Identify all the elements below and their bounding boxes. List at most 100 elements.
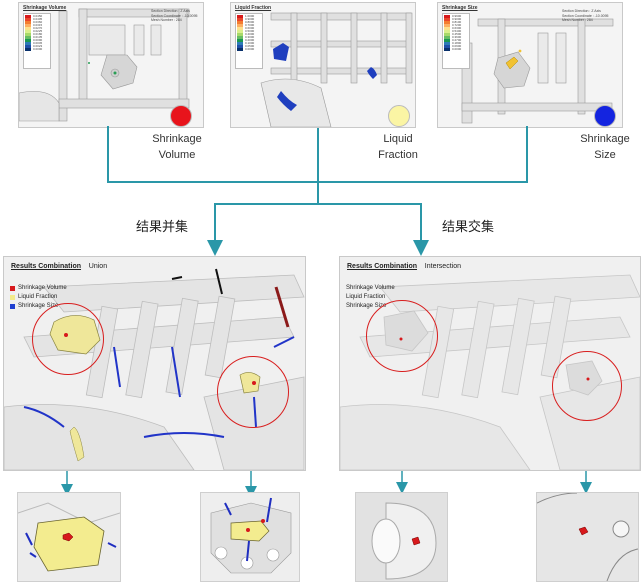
legend-swatch — [237, 27, 243, 30]
legend-value: 0.6000 — [245, 26, 255, 30]
liquid-fraction-indicator-dot — [388, 105, 410, 127]
legend-swatch — [444, 18, 450, 21]
legend-swatch — [444, 24, 450, 27]
legend-row: 0.6300 — [444, 27, 468, 30]
legend-swatch — [444, 36, 450, 39]
combination-legend: Shrinkage Volume Liquid Fraction Shrinka… — [346, 284, 395, 311]
union-zoom-left — [17, 492, 121, 582]
legend-swatch — [237, 30, 243, 33]
panel-title: Shrinkage Size — [442, 5, 478, 11]
legend-row: 0.0315 — [25, 24, 49, 27]
legend-value: 0.0000 — [452, 47, 462, 51]
legend-row: 0.5400 — [444, 30, 468, 33]
shrinkage-volume-label: Shrinkage Volume — [152, 133, 202, 161]
legend-value: 0.5000 — [245, 29, 255, 33]
legend-value: 0.0360 — [33, 20, 43, 24]
legend-swatch — [25, 30, 31, 33]
legend-row: 0.5000 — [237, 30, 261, 33]
legend-swatch — [444, 39, 450, 42]
section-info: Section Direction : Z Axis Section Coord… — [562, 9, 609, 22]
legend-value: 0.0045 — [33, 41, 43, 45]
legend-value: 0.0000 — [245, 47, 255, 51]
legend-item-liquid-fraction: Liquid Fraction — [10, 293, 67, 302]
legend-swatch — [444, 42, 450, 45]
casting-render — [260, 12, 413, 127]
legend-row: 0.0180 — [25, 33, 49, 36]
legend-value: 0.3000 — [245, 35, 255, 39]
legend-value: 0.6300 — [452, 26, 462, 30]
legend-value: 0.0180 — [33, 32, 43, 36]
legend-value: 0.0270 — [33, 26, 43, 30]
legend-swatch — [25, 42, 31, 45]
legend-value: 0.8100 — [452, 20, 462, 24]
intersection-zoom-right — [536, 492, 639, 582]
legend-row: 0.2000 — [237, 39, 261, 42]
legend-row: 0.4000 — [237, 33, 261, 36]
legend-row: 0.0023 — [25, 45, 49, 48]
legend-value: 0.0023 — [33, 44, 43, 48]
highlight-circle — [552, 351, 622, 421]
panel-title: Results Combination Intersection — [347, 263, 461, 270]
legend-value: 0.1800 — [452, 41, 462, 45]
legend-row: 0.0000 — [25, 48, 49, 51]
legend-value: 0.0450 — [33, 14, 43, 18]
legend-swatch — [237, 36, 243, 39]
highlight-circle — [217, 356, 289, 428]
legend-value: 0.0900 — [452, 44, 462, 48]
legend-row: 0.0405 — [25, 18, 49, 21]
legend-swatch — [25, 36, 31, 39]
zoom-render — [18, 493, 120, 581]
legend-row: 0.0090 — [25, 39, 49, 42]
highlight-circle — [32, 303, 104, 375]
casting-render — [19, 8, 190, 122]
legend-value: 0.9900 — [452, 14, 462, 18]
legend-swatch — [444, 30, 450, 33]
legend-swatch — [237, 18, 243, 21]
legend-swatch — [237, 39, 243, 42]
legend-value: 0.1000 — [245, 41, 255, 45]
legend-swatch — [237, 42, 243, 45]
legend-swatch — [444, 48, 450, 51]
legend-item-shrinkage-volume: Shrinkage Volume — [346, 285, 395, 291]
liquid-fraction-label: Liquid Fraction — [378, 133, 418, 161]
legend-swatch — [444, 21, 450, 24]
legend-row: 0.6000 — [237, 27, 261, 30]
legend-row: 0.0225 — [25, 30, 49, 33]
legend-item-liquid-fraction: Liquid Fraction — [346, 294, 386, 300]
casting-render — [461, 18, 614, 124]
legend-swatch — [25, 18, 31, 21]
legend-swatch — [25, 45, 31, 48]
combination-legend: Shrinkage Volume Liquid Fraction Shrinka… — [10, 284, 67, 311]
legend-row: 0.1800 — [444, 42, 468, 45]
legend-value: 0.0405 — [33, 17, 43, 21]
legend-swatch — [237, 45, 243, 48]
shrinkage-size-label: Shrinkage Size — [580, 133, 630, 161]
zoom-render — [537, 493, 638, 581]
legend-swatch — [444, 45, 450, 48]
legend-swatch — [237, 24, 243, 27]
legend-value: 0.0315 — [33, 23, 43, 27]
legend-value: 0.0135 — [33, 35, 43, 39]
legend-item-shrinkage-size: Shrinkage Size — [346, 303, 387, 309]
legend-value: 0.7000 — [245, 23, 255, 27]
legend-value: 0.2700 — [452, 38, 462, 42]
legend-swatch — [237, 33, 243, 36]
legend-swatch — [444, 15, 450, 18]
legend-item-shrinkage-size: Shrinkage Size — [10, 302, 67, 311]
legend-row: 0.8000 — [237, 21, 261, 24]
legend-row: 1.0000 — [237, 15, 261, 18]
shrinkage-size-indicator-dot — [594, 105, 616, 127]
legend-item-shrinkage-volume: Shrinkage Volume — [10, 284, 67, 293]
legend-row: 0.0360 — [25, 21, 49, 24]
legend-swatch — [25, 15, 31, 18]
legend-row: 0.0270 — [25, 27, 49, 30]
legend-row: 0.9900 — [444, 15, 468, 18]
legend-row: 0.1000 — [237, 42, 261, 45]
legend-swatch — [25, 21, 31, 24]
legend-swatch — [237, 15, 243, 18]
legend-row: 0.0500 — [237, 45, 261, 48]
